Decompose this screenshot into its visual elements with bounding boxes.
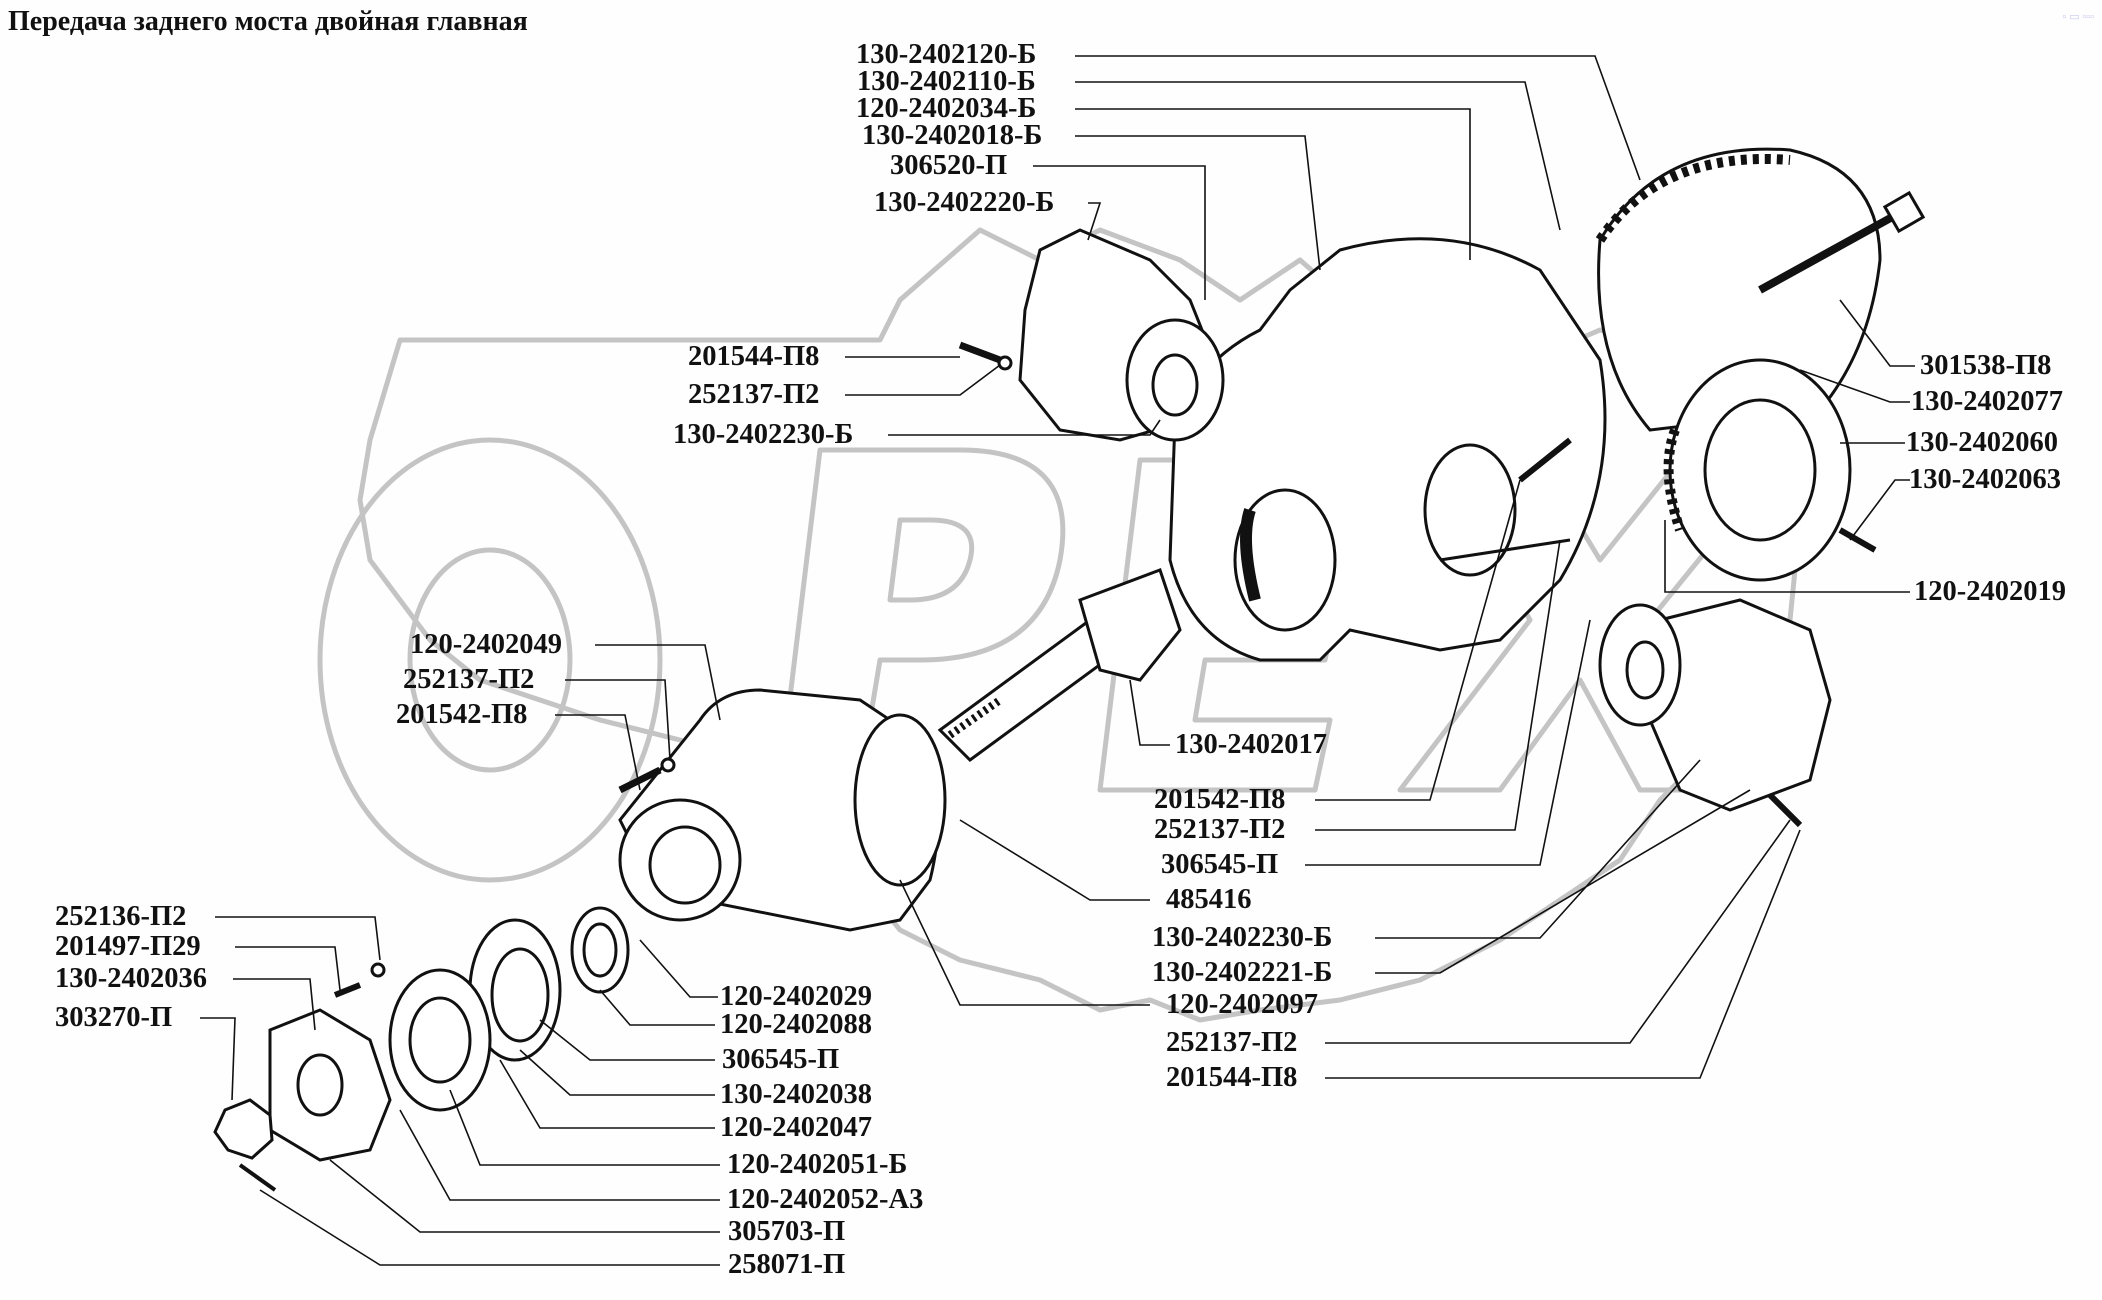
watermark-gear-outline bbox=[357, 227, 1803, 1023]
bearing-race-1-inner bbox=[582, 922, 618, 978]
part-callout[interactable]: 130-2402036 bbox=[55, 963, 207, 994]
part-callout[interactable]: 120-2402052-А3 bbox=[727, 1184, 924, 1215]
part-callout[interactable]: 258071-П bbox=[728, 1249, 846, 1280]
part-callout[interactable]: 130-2402017 bbox=[1175, 729, 1327, 760]
top-cap-bolt bbox=[958, 341, 1002, 364]
watermark-letter-p bbox=[777, 447, 1066, 783]
gear-bolt bbox=[1758, 206, 1907, 294]
part-callout[interactable]: 120-2402097 bbox=[1166, 989, 1318, 1020]
part-callout[interactable]: 120-2402034-Б bbox=[856, 93, 1037, 124]
part-callout[interactable]: 120-2402029 bbox=[720, 981, 872, 1012]
diagram-title: Передача заднего моста двойная главная bbox=[8, 6, 528, 37]
part-callout[interactable]: 120-2402019 bbox=[1914, 576, 2066, 607]
companion-flange bbox=[268, 1008, 392, 1162]
flange-nut bbox=[213, 1098, 274, 1160]
part-callout[interactable]: 201544-П8 bbox=[688, 341, 820, 372]
part-callout[interactable]: 130-2402220-Б bbox=[874, 187, 1055, 218]
part-callout[interactable]: 303270-П bbox=[55, 1002, 173, 1033]
part-callout[interactable]: 120-2402049 bbox=[410, 629, 562, 660]
flange-washer bbox=[370, 962, 386, 978]
part-callout[interactable]: 201542-П8 bbox=[1154, 784, 1286, 815]
carrier-housing bbox=[1168, 237, 1607, 662]
part-callout[interactable]: 306545-П bbox=[1161, 849, 1279, 880]
leader-lines bbox=[200, 55, 1915, 1266]
drive-pinion bbox=[937, 568, 1182, 762]
housing-bolt bbox=[1518, 437, 1572, 483]
part-callout[interactable]: 130-2402077 bbox=[1911, 386, 2063, 417]
watermark-letter-o bbox=[317, 437, 663, 883]
parts-line-art bbox=[213, 147, 1926, 1192]
part-callout[interactable]: 120-2402047 bbox=[720, 1112, 872, 1143]
top-cap-washer bbox=[997, 355, 1013, 371]
part-callout[interactable]: 301538-П8 bbox=[1920, 350, 2052, 381]
part-callout[interactable]: 130-2402018-Б bbox=[862, 120, 1043, 151]
bevel-ring-gear bbox=[1663, 358, 1877, 582]
part-callout[interactable]: 252137-П2 bbox=[1154, 814, 1286, 845]
part-callout[interactable]: 201542-П8 bbox=[396, 699, 528, 730]
cotter-pin bbox=[238, 1163, 277, 1192]
part-callout[interactable]: 252136-П2 bbox=[55, 901, 187, 932]
part-callout[interactable]: 120-2402051-Б bbox=[727, 1149, 908, 1180]
part-callout[interactable]: 130-2402063 bbox=[1909, 464, 2061, 495]
right-cap-bolt bbox=[1767, 792, 1803, 828]
ring-gear-bolt bbox=[1838, 527, 1877, 553]
part-callout[interactable]: 306520-П bbox=[890, 150, 1008, 181]
part-callout[interactable]: 130-2402230-Б bbox=[673, 419, 854, 450]
part-callout[interactable]: 130-2402060 bbox=[1906, 427, 2058, 458]
part-callout[interactable]: 305703-П bbox=[728, 1216, 846, 1247]
right-bearing-cap bbox=[1598, 598, 1832, 812]
pinion-bearing-housing bbox=[618, 688, 947, 932]
part-callout[interactable]: 306545-П bbox=[722, 1044, 840, 1075]
part-callout[interactable]: 485416 bbox=[1166, 884, 1252, 915]
part-callout[interactable]: 252137-П2 bbox=[1166, 1027, 1298, 1058]
part-callout[interactable]: 201544-П8 bbox=[1166, 1062, 1298, 1093]
driven-helical-gear bbox=[1595, 147, 1926, 432]
part-callout[interactable]: 252137-П2 bbox=[403, 664, 535, 695]
part-callout[interactable]: 130-2402110-Б bbox=[857, 66, 1036, 97]
part-callout[interactable]: 130-2402221-Б bbox=[1152, 957, 1333, 988]
part-callout[interactable]: 130-2402038 bbox=[720, 1079, 872, 1110]
part-callout[interactable]: 130-2402120-Б bbox=[856, 39, 1037, 70]
part-callout[interactable]: 120-2402088 bbox=[720, 1009, 872, 1040]
pinion-housing-washer bbox=[660, 757, 676, 773]
pinion-housing-bolt bbox=[618, 766, 662, 794]
part-callout[interactable]: 252137-П2 bbox=[688, 379, 820, 410]
top-bearing-cap bbox=[1018, 228, 1225, 442]
part-callout[interactable]: 130-2402230-Б bbox=[1152, 922, 1333, 953]
part-callout[interactable]: 201497-П29 bbox=[55, 931, 201, 962]
corner-mark: ▫ ▭ ▫▫▫ bbox=[2062, 11, 2095, 23]
flange-bolt bbox=[333, 982, 362, 998]
